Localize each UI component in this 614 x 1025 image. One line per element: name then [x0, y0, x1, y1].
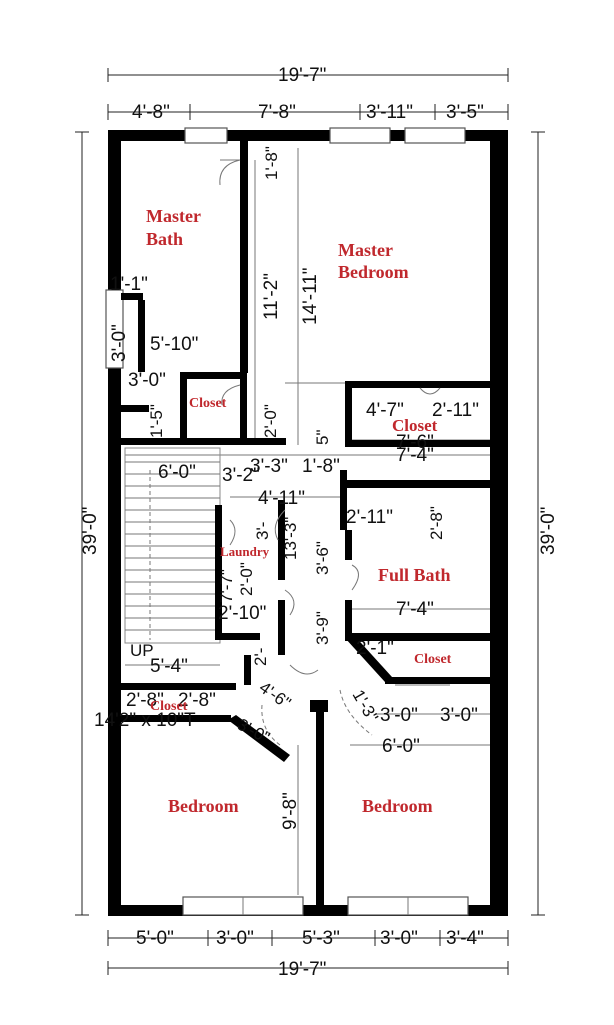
dimension-2-10: 2'-10" — [218, 603, 266, 624]
dimension-11-2: 11'-2" — [261, 273, 282, 320]
staircase — [124, 447, 221, 644]
dimension-1-1: 1'-1" — [110, 274, 148, 295]
dimension-5-10: 5'-10" — [150, 334, 198, 355]
bottom-dimension-4: 3'-0" — [380, 928, 418, 949]
overall-top-dimension: 19'-7" — [278, 65, 326, 86]
dimension-1-8b: 1'-8" — [302, 456, 340, 477]
dimension-3-9: 3'-9" — [313, 611, 332, 645]
dimension-1-3: 1'-3" — [349, 687, 382, 726]
overall-right-dimension: 39'-0" — [538, 507, 559, 555]
dimension-2-0: 2'-0" — [261, 404, 280, 438]
right-closet-label: Closet — [392, 416, 438, 435]
dimension-7-6: 7'-6" — [396, 432, 434, 453]
dimension-5: 5" — [313, 430, 332, 446]
dimension-3-0-closet-1: 3'-0" — [380, 705, 418, 726]
dimension-9-8: 9'-8" — [280, 792, 301, 830]
top-dimension-3: 3'-11" — [366, 102, 413, 123]
master-bedroom-label-line1: Master — [338, 240, 393, 260]
left-bedroom-label: Bedroom — [168, 796, 239, 816]
dimension-6-0-stair: 6'-0" — [158, 462, 196, 483]
top-dimension-2: 7'-8" — [258, 102, 296, 123]
dimension-labels: 19'-7" 4'-8" 7'-8" 3'-11" 3'-5" 5'-0" 3'… — [80, 65, 559, 980]
dimension-3-0-a: 3'-0" — [128, 370, 166, 391]
dimension-6-0-right: 6'-0" — [382, 736, 420, 757]
dimension-7-4-mid: 7'-4" — [396, 599, 434, 620]
top-dimension-1: 4'-8" — [132, 102, 170, 123]
overall-bottom-dimension: 19'-7" — [278, 959, 326, 980]
master-bath-label-line1: Master — [146, 206, 201, 226]
bottom-dimension-5: 3'-4" — [446, 928, 484, 949]
full-bath-label: Full Bath — [378, 565, 451, 585]
dimension-2: 2'- — [251, 648, 270, 666]
room-labels: Master Bath Master Bedroom Closet Closet… — [146, 206, 452, 816]
master-bedroom-label-line2: Bedroom — [338, 262, 409, 282]
interior-walls — [121, 141, 490, 905]
dimension-lines — [75, 68, 545, 975]
dimension-2-0b: 2'-0" — [237, 562, 256, 596]
mid-right-closet-label: Closet — [414, 652, 452, 667]
dimension-3: 3'- — [253, 522, 272, 540]
dimension-3-6: 3'-6" — [313, 541, 332, 575]
master-bath-label-line2: Bath — [146, 229, 183, 249]
windows — [105, 127, 469, 916]
dimension-7-7: 7'-7" — [217, 569, 236, 603]
dimension-4-7: 4'-7" — [366, 400, 404, 421]
stair-up-label: UP — [130, 641, 154, 660]
dimension-3-0-closet-2: 3'-0" — [440, 705, 478, 726]
bottom-dimension-3: 5'-3" — [302, 928, 340, 949]
master-closet-label: Closet — [189, 396, 227, 411]
dimension-3-0-left: 3'-0" — [109, 324, 130, 362]
doors — [219, 159, 450, 746]
overall-left-dimension: 39'-0" — [80, 507, 101, 555]
hall-closet-label: Closet — [150, 699, 188, 714]
dimension-5-4: 5'-4" — [150, 656, 188, 677]
dimension-4-11: 4'-11" — [258, 488, 305, 509]
bottom-dimension-1: 5'-0" — [136, 928, 174, 949]
laundry-label: Laundry — [220, 544, 270, 559]
dimension-2-11-mid: 2'-11" — [346, 507, 393, 528]
dimension-1-8: 1'-8" — [262, 146, 281, 180]
top-dimension-4: 3'-5" — [446, 102, 484, 123]
dimension-2-8-b: 2'-8" — [178, 690, 216, 711]
dimension-2-11-top: 2'-11" — [432, 400, 479, 421]
dimension-2-1: 2'-1" — [356, 638, 394, 659]
dimension-13-3: 13'-3" — [281, 517, 300, 560]
right-bedroom-label: Bedroom — [362, 796, 433, 816]
dimension-1-5: 1'-5" — [147, 404, 166, 438]
dimension-2-8-a: 2'-8" — [126, 690, 164, 711]
dimension-14-2-x-10: 14'2" x 10"T — [94, 710, 196, 731]
dimension-7-4-top: 7'-4" — [396, 445, 434, 466]
dimension-14-11: 14'-11" — [300, 267, 321, 325]
bottom-dimension-2: 3'-0" — [216, 928, 254, 949]
dimension-3-3: 3'-3" — [250, 456, 288, 477]
dimension-3-2: 3'-2" — [222, 465, 260, 486]
dimension-2-8-vertical: 2'-8" — [427, 506, 446, 540]
